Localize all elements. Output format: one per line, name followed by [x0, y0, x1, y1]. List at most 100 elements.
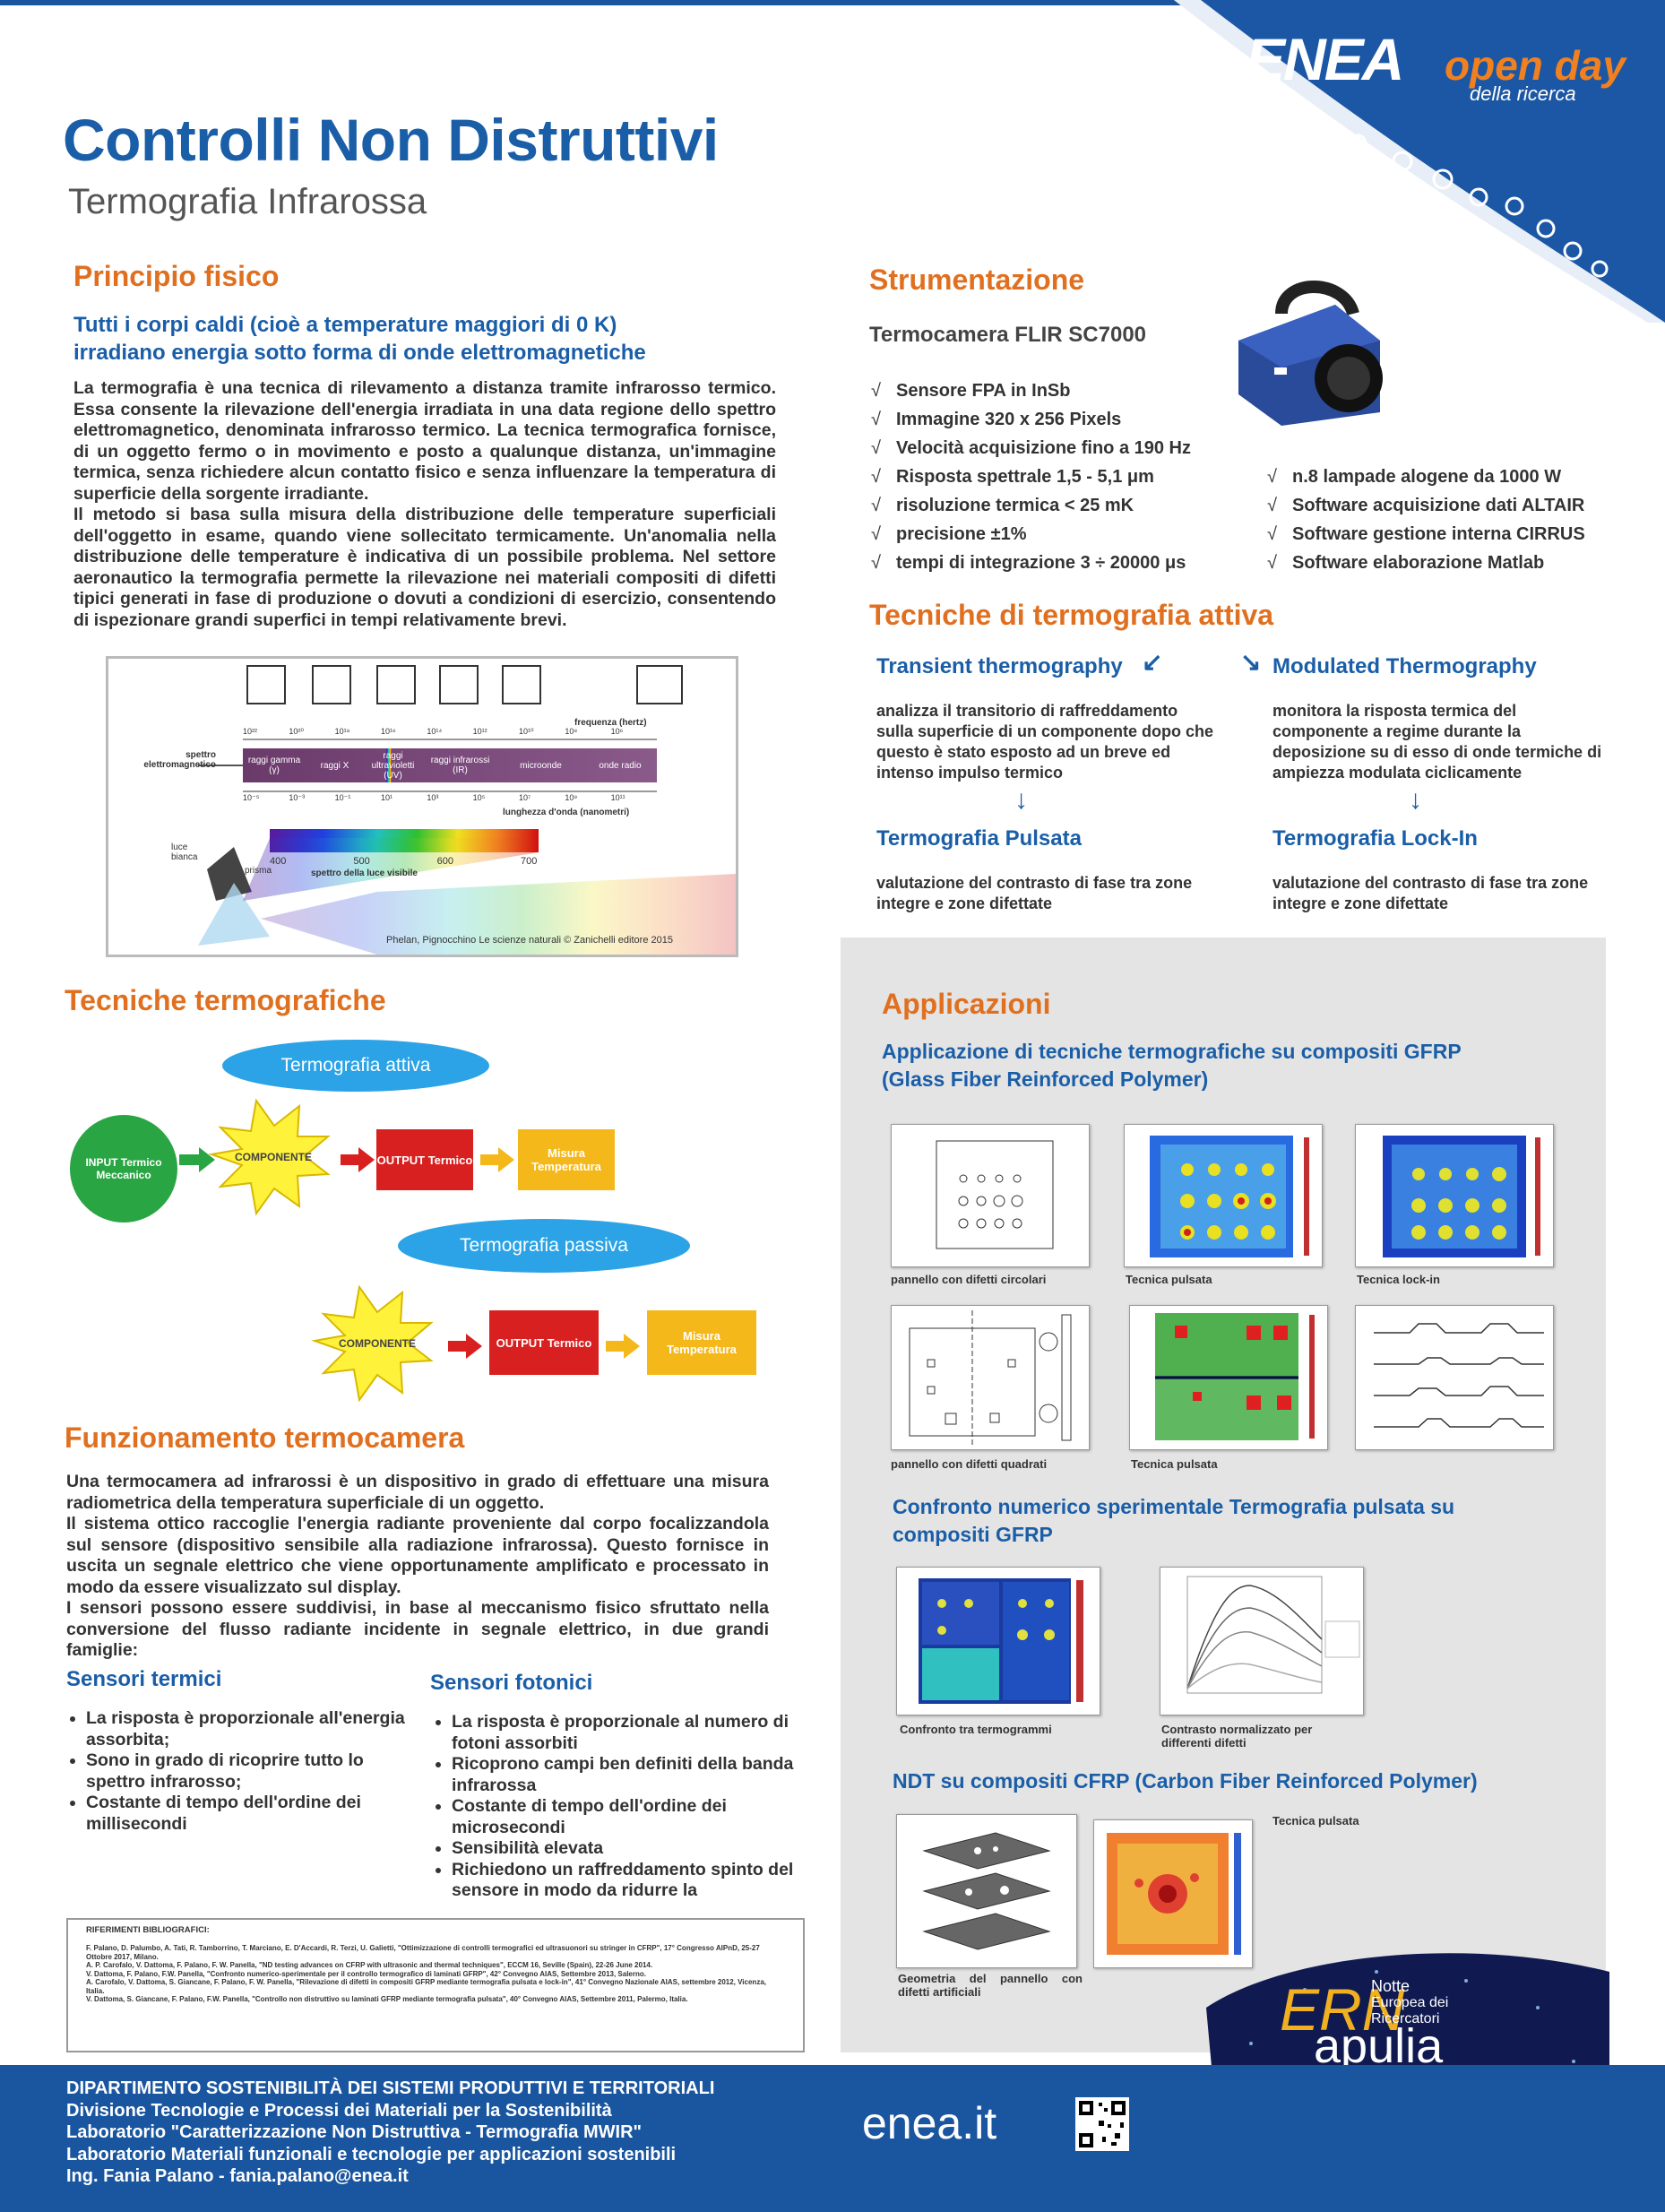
qr-code-icon[interactable] [1075, 2097, 1129, 2151]
footer-line: Divisione Tecnologie e Processi dei Mate… [66, 2100, 612, 2121]
visible-tick: 600 [436, 856, 454, 867]
cap-panel-circolari: pannello con difetti circolari [891, 1273, 1047, 1286]
freq-tick: 10¹² [472, 727, 487, 736]
spectrum-band-label: onde radio [599, 760, 642, 771]
top-rule [0, 0, 1665, 5]
strumentazione-item: n.8 lampade alogene da 1000 W [1267, 462, 1626, 491]
freq-tick: 10⁶ [610, 727, 624, 736]
footer-line: Laboratorio Materiali funzionali e tecno… [66, 2144, 677, 2164]
strumentazione-list-left: Sensore FPA in InSbImmagine 320 x 256 Pi… [871, 376, 1265, 577]
prisma-label: prisma [245, 866, 272, 876]
output-box-passive: OUTPUT Termico [489, 1310, 599, 1375]
strumentazione-heading: Strumentazione [869, 264, 1085, 296]
cap-pulsata-1: Tecnica pulsata [1126, 1273, 1212, 1286]
freq-tick: 10¹⁸ [334, 727, 350, 736]
sensore-fotonico-item: Richiedono un raffreddamento spinto del … [452, 1860, 801, 1902]
strumentazione-item: Velocità acquisizione fino a 190 Hz [871, 434, 1265, 462]
footer-site-link[interactable]: enea.it [862, 2098, 997, 2148]
spectrum-credit: Phelan, Pignocchino Le scienze naturali … [386, 935, 673, 946]
wave-tick: 10¹ [381, 793, 393, 802]
input-circle: INPUT Termico Meccanico [70, 1115, 177, 1223]
riferimenti-box: RIFERIMENTI BIBLIOGRAFICI: F. Palano, D.… [66, 1918, 805, 2052]
strumentazione-item: Immagine 320 x 256 Pixels [871, 405, 1265, 434]
cap-pulsata-2: Tecnica pulsata [1131, 1457, 1218, 1471]
componente-label-passive: COMPONENTE [338, 1337, 416, 1350]
gfrp-title: Applicazione di tecniche termografiche s… [882, 1040, 1462, 1091]
sensore-termico-item: Costante di tempo dell'ordine dei millis… [86, 1793, 409, 1835]
freq-tick: 10²² [243, 727, 258, 736]
cfrp-title: NDT su compositi CFRP (Carbon Fiber Rein… [893, 1769, 1478, 1793]
lockin-heading: Termografia Lock-In [1272, 826, 1478, 851]
cap-pulsata-3: Tecnica pulsata [1272, 1814, 1359, 1827]
visible-label: spettro della luce visibile [311, 868, 418, 878]
output-box-active: OUTPUT Termico [376, 1129, 473, 1190]
principio-heading: Principio fisico [73, 260, 280, 292]
attiva-heading: Tecniche di termografia attiva [869, 599, 1274, 631]
cap-panel-quadrati: pannello con difetti quadrati [891, 1457, 1048, 1471]
lockin-profile-plots [1355, 1305, 1554, 1450]
ern-logo-text: ERN [1280, 1976, 1405, 2043]
sensore-fotonico-item: Costante di tempo dell'ordine dei micros… [452, 1796, 801, 1838]
principio-p1: La termografia è una tecnica di rilevame… [73, 378, 776, 504]
modulated-arrow-icon: ↘ [1240, 648, 1262, 676]
wavelength-label: lunghezza d'onda (nanometri) [503, 808, 630, 817]
sensori-fotonici-list: La risposta è proporzionale al numero di… [430, 1712, 801, 1902]
strumentazione-list-right: n.8 lampade alogene da 1000 WSoftware ac… [1267, 462, 1626, 577]
sensore-fotonico-item: La risposta è proporzionale al numero di… [452, 1712, 801, 1754]
riferimento-item: V. Dattoma, F. Palano, F.W. Panella, "Co… [86, 1969, 646, 1978]
footer-line: Ing. Fania Palano - fania.palano@enea.it [66, 2166, 409, 2186]
ern-ricercatori: Ricercatori [1371, 2011, 1440, 2026]
transient-desc: analizza il transitorio di raffreddament… [876, 702, 1214, 782]
footer-lines: DIPARTIMENTO SOSTENIBILITÀ DEI SISTEMI P… [66, 2078, 714, 2188]
footer-line: DIPARTIMENTO SOSTENIBILITÀ DEI SISTEMI P… [66, 2078, 715, 2098]
transient-arrow-icon: ↙ [1142, 648, 1163, 676]
riferimenti-list: F. Palano, D. Palumbo, A. Tati, R. Tambo… [86, 1944, 785, 2004]
transient-heading: Transient thermography [876, 654, 1123, 678]
header-blue-band [1174, 0, 1665, 323]
sensore-fotonico-item: Sensibilità elevata [452, 1838, 801, 1860]
funzionamento-p1: Una termocamera ad infrarossi è un dispo… [66, 1472, 769, 1513]
principio-p2: Il metodo si basa sulla misura della dis… [73, 505, 776, 630]
cfrp-geometry-image [896, 1814, 1077, 1968]
cap-contrasto: Contrasto normalizzato per differenti di… [1161, 1723, 1313, 1750]
spectrum-band-label: raggi infrarossi (IR) [430, 756, 490, 775]
freq-tick: 10¹⁶ [381, 727, 396, 736]
ern-notte: Notte [1371, 1977, 1411, 1995]
spectrum-figure: frequenza (hertz) spettro elettromagneti… [106, 656, 738, 957]
visible-tick: 400 [270, 856, 287, 867]
freq-tick: 10²⁰ [289, 727, 304, 736]
wave-tick: 10⁻¹ [334, 793, 351, 802]
wave-tick: 10⁻⁵ [243, 793, 260, 802]
misura-box-passive: Misura Temperatura [647, 1310, 756, 1375]
cap-confronto: Confronto tra termogrammi [900, 1723, 1052, 1736]
riferimento-item: A. P. Carofalo, V. Dattoma, F. Palano, F… [86, 1961, 653, 1969]
applicazioni-heading: Applicazioni [882, 988, 1051, 1020]
funzionamento-p3: I sensori possono essere suddivisi, in b… [66, 1598, 769, 1660]
page-title: Controlli Non Distruttivi [63, 107, 719, 173]
riferimento-item: A. Carofalo, V. Dattoma, S. Giancane, F.… [86, 1978, 766, 1995]
strumentazione-item: risoluzione termica < 25 mK [871, 491, 1265, 520]
strumentazione-item: Risposta spettrale 1,5 - 5,1 μm [871, 462, 1265, 491]
sensore-termico-item: La risposta è proporzionale all'energia … [86, 1708, 409, 1750]
componente-label-active: COMPONENTE [234, 1151, 312, 1163]
lockin-thermogram [1355, 1124, 1554, 1267]
spectrum-band-label: microonde [520, 760, 562, 771]
spettro-label: spettro elettromagnetico [143, 750, 216, 770]
pulsata-heading: Termografia Pulsata [876, 826, 1082, 851]
passiva-ellipse: Termografia passiva [398, 1219, 690, 1273]
sensori-fotonici-heading: Sensori fotonici [430, 1671, 593, 1695]
enea-logo[interactable]: ENEA [1246, 26, 1404, 92]
pulsata-thermogram-2 [1129, 1305, 1328, 1450]
strumentazione-item: tempi di integrazione 3 ÷ 20000 μs [871, 549, 1265, 577]
riferimenti-heading: RIFERIMENTI BIBLIOGRAFICI: [86, 1925, 210, 1935]
della-ricerca-logo: della ricerca [1470, 82, 1576, 105]
spectrum-band-label: raggi X [320, 760, 349, 771]
attiva-ellipse: Termografia attiva [222, 1040, 489, 1092]
freq-tick: 10⁸ [565, 727, 578, 736]
wave-tick: 10⁷ [519, 793, 531, 802]
freq-tick: 10¹⁰ [519, 727, 534, 736]
freq-label: frequenza (hertz) [574, 718, 647, 728]
sensori-termici-list: La risposta è proporzionale all'energia … [65, 1708, 409, 1835]
